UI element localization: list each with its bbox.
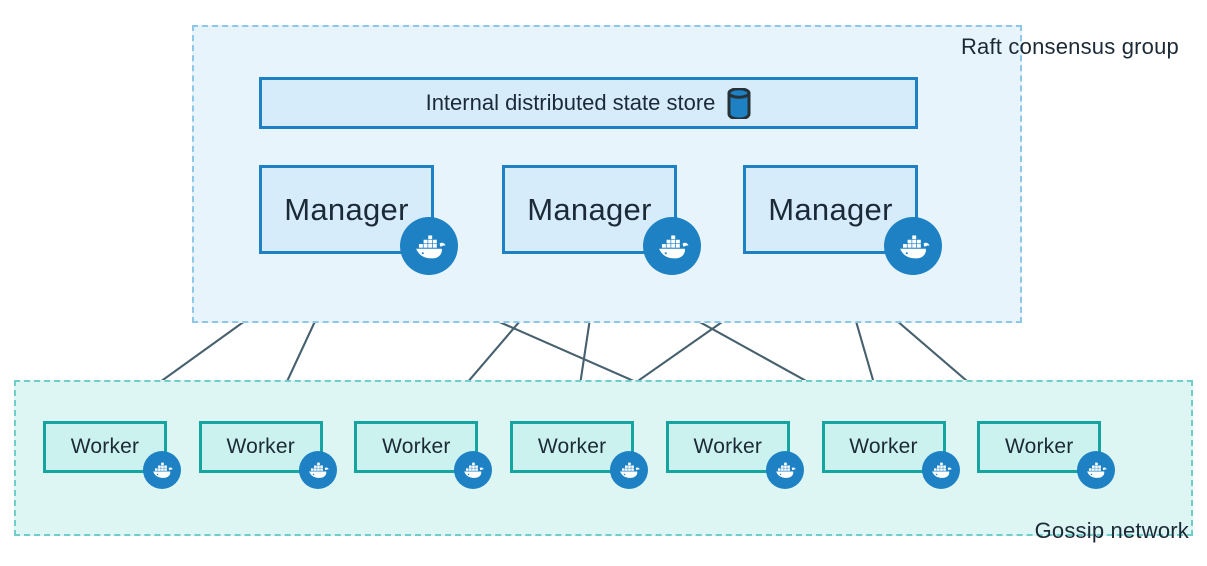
database-icon xyxy=(727,87,751,119)
docker-whale-icon-worker-5 xyxy=(765,451,804,489)
worker-label: Worker xyxy=(537,435,607,458)
worker-node-5: Worker xyxy=(665,421,790,473)
worker-label: Worker xyxy=(226,435,295,458)
docker-whale-icon-worker-4 xyxy=(610,451,649,489)
manager-label: Manager xyxy=(284,191,409,227)
worker-label: Worker xyxy=(849,435,918,458)
manager-label: Manager xyxy=(768,191,893,227)
state-store-label: Internal distributed state store xyxy=(425,90,716,115)
internal-state-store-box: Internal distributed state store xyxy=(259,77,918,129)
worker-label: Worker xyxy=(70,435,140,458)
docker-whale-icon-worker-7 xyxy=(1077,451,1116,489)
docker-whale-icon-worker-2 xyxy=(298,451,337,489)
docker-whale-icon-manager-1 xyxy=(400,217,458,275)
worker-node-6: Worker xyxy=(821,421,946,473)
raft-group-label: Raft consensus group xyxy=(960,34,1179,59)
worker-label: Worker xyxy=(693,435,763,458)
docker-whale-icon-manager-3 xyxy=(884,217,942,275)
docker-whale-icon-worker-3 xyxy=(454,451,493,489)
worker-label: Worker xyxy=(382,435,451,458)
docker-whale-icon-worker-6 xyxy=(921,451,960,489)
docker-whale-icon-worker-1 xyxy=(143,451,181,489)
manager-label: Manager xyxy=(527,191,652,227)
docker-whale-icon-manager-2 xyxy=(643,217,701,275)
worker-label: Worker xyxy=(1004,435,1074,458)
gossip-group-label: Gossip network xyxy=(1034,518,1189,543)
worker-node-4: Worker xyxy=(510,421,635,473)
